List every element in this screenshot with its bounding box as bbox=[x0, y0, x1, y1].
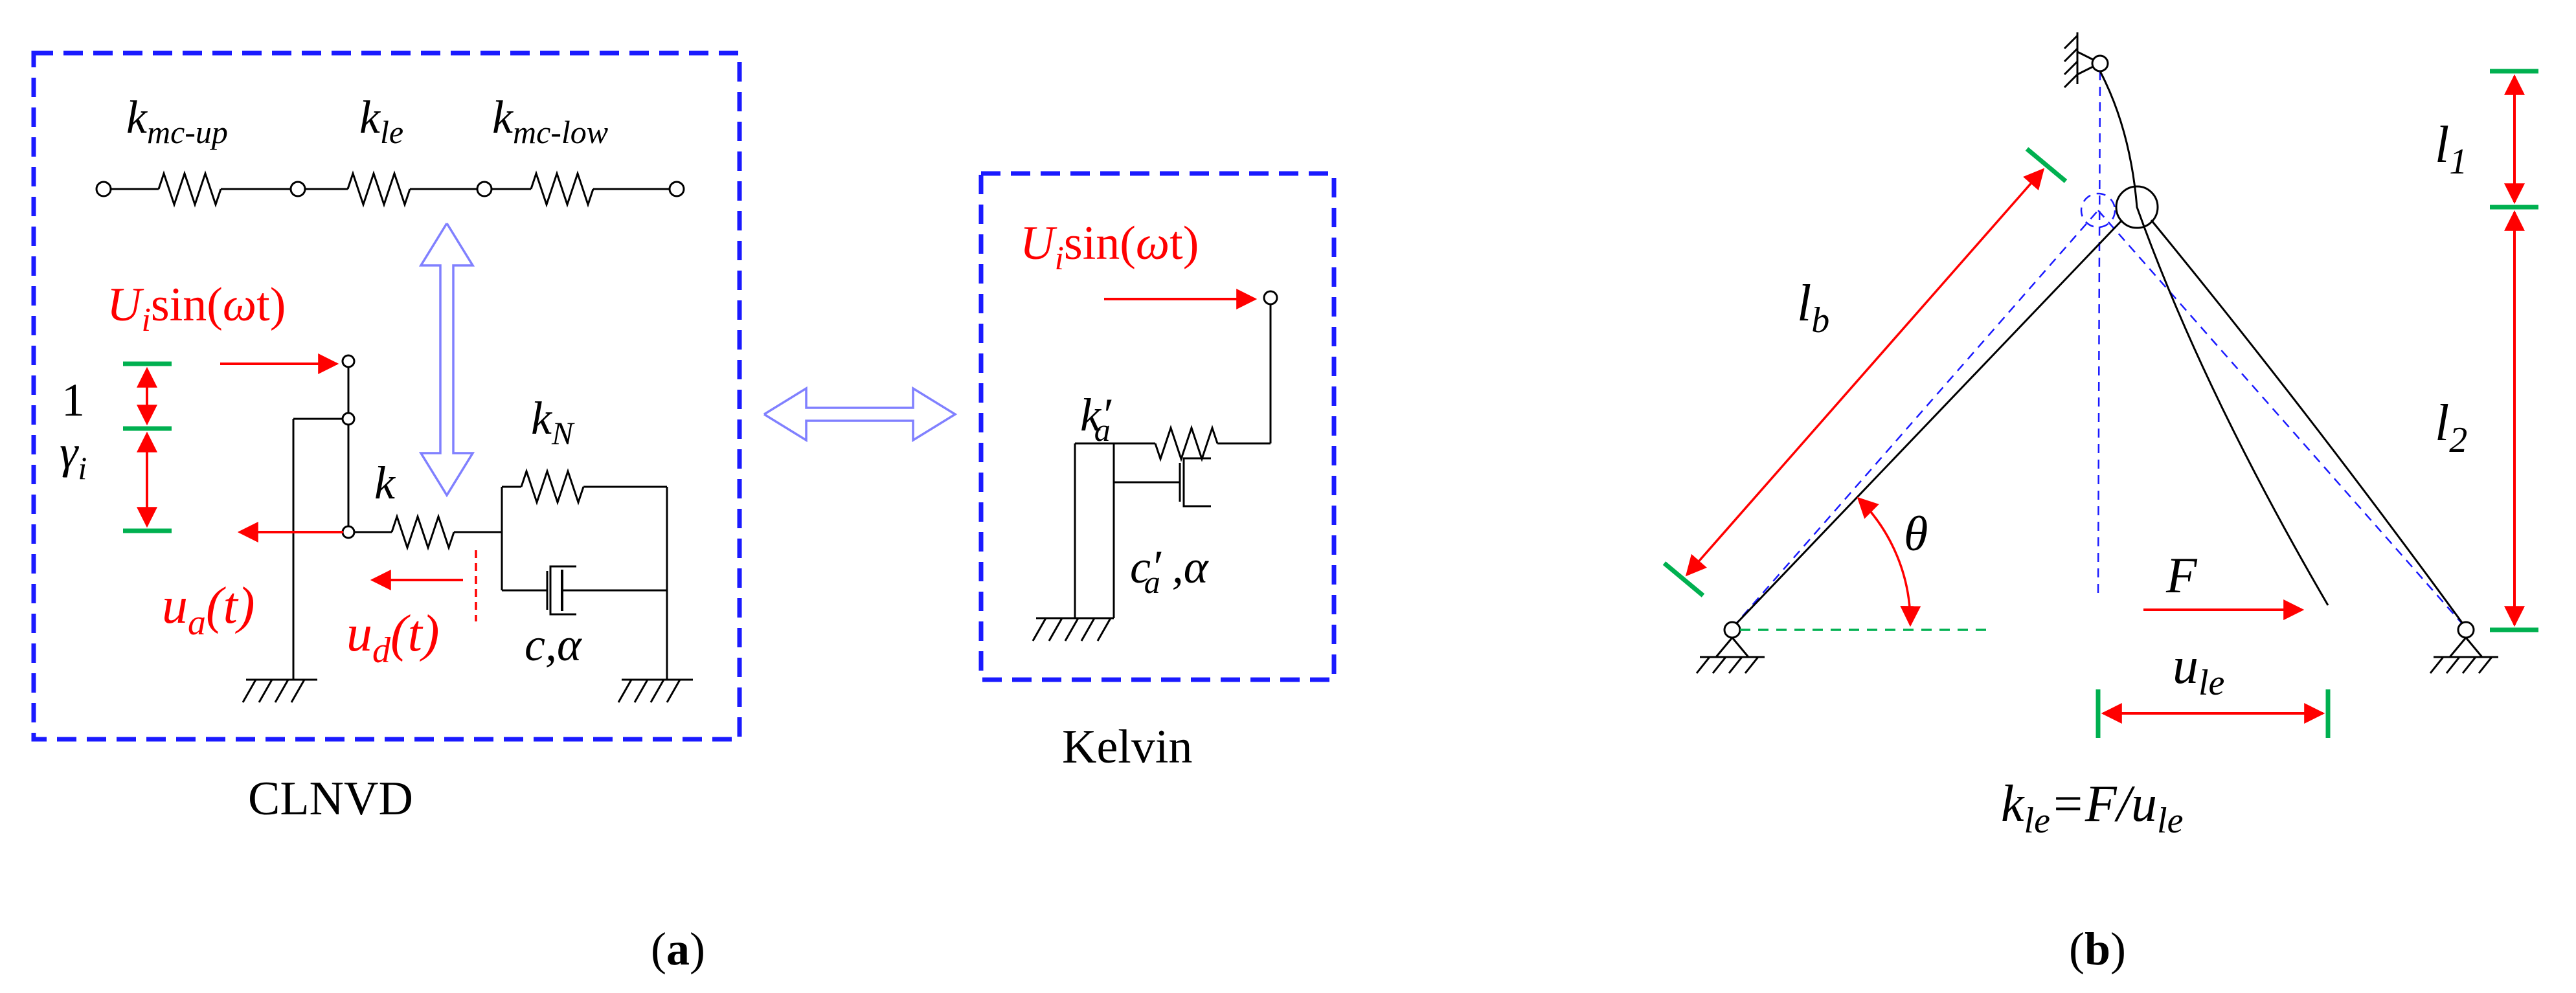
ule-dimension bbox=[2096, 689, 2331, 738]
kelvin-title: Kelvin bbox=[1062, 720, 1192, 774]
input-displacement-label-kelvin: Uisin(ωt) bbox=[1020, 217, 1199, 277]
horizontal-double-arrow bbox=[763, 386, 958, 443]
kelvin-box bbox=[978, 171, 1337, 682]
l2-label: l2 bbox=[2435, 395, 2467, 460]
right-pin-support bbox=[2429, 621, 2498, 674]
lb-label: lb bbox=[1797, 275, 1829, 340]
kelvin-ground bbox=[1032, 617, 1114, 642]
ca-prime-alpha-label: c′a ,α bbox=[1130, 541, 1209, 600]
ule-label: ule bbox=[2173, 638, 2224, 703]
kelvin-model bbox=[1074, 290, 1278, 618]
k-mc-up-label: kmc-up bbox=[126, 91, 228, 150]
theta-arc bbox=[1857, 497, 1921, 627]
panel-b-label: (b) bbox=[2069, 923, 2126, 975]
l1-l2-dimension bbox=[2490, 69, 2538, 632]
ground-left bbox=[242, 678, 317, 703]
lever-ratio-indicator bbox=[123, 361, 172, 533]
k-label: k bbox=[374, 457, 396, 509]
input-displacement-label-a: Uisin(ωt) bbox=[107, 278, 286, 339]
ud-label: ud(t) bbox=[346, 605, 440, 671]
stiffness-formula: kle=F/ule bbox=[2001, 775, 2183, 841]
ka-prime-label: k′a bbox=[1080, 389, 1112, 448]
top-pin-support bbox=[2063, 32, 2109, 89]
series-spring-chain bbox=[95, 170, 685, 208]
force-label: F bbox=[2165, 547, 2198, 603]
theta-label: θ bbox=[1904, 507, 1928, 561]
gamma-label: γi bbox=[60, 426, 87, 486]
lever-mechanism bbox=[292, 354, 668, 680]
k-mc-low-label: kmc-low bbox=[492, 91, 608, 150]
panel-b: lb θ F ule l1 l2 kle=F/ule (b) bbox=[1662, 32, 2538, 975]
clnvd-box bbox=[31, 50, 742, 742]
panel-a-label: (a) bbox=[651, 923, 705, 975]
left-pin-support bbox=[1695, 621, 1765, 674]
vertical-double-arrow bbox=[418, 223, 475, 498]
lb-dimension bbox=[1662, 147, 2068, 597]
ground-right bbox=[617, 678, 693, 703]
c-alpha-label: c,α bbox=[525, 619, 582, 671]
ua-label: ua(t) bbox=[162, 577, 255, 643]
kN-label: kN bbox=[531, 392, 575, 451]
ratio-one-label: 1 bbox=[62, 374, 85, 426]
l1-label: l1 bbox=[2435, 117, 2467, 182]
clnvd-title: CLNVD bbox=[248, 772, 413, 825]
panel-a: kmc-up kle kmc-low Uisin(ωt) bbox=[31, 50, 1337, 975]
k-le-label: kle bbox=[359, 91, 403, 150]
undeformed-geometry bbox=[1732, 71, 2467, 629]
